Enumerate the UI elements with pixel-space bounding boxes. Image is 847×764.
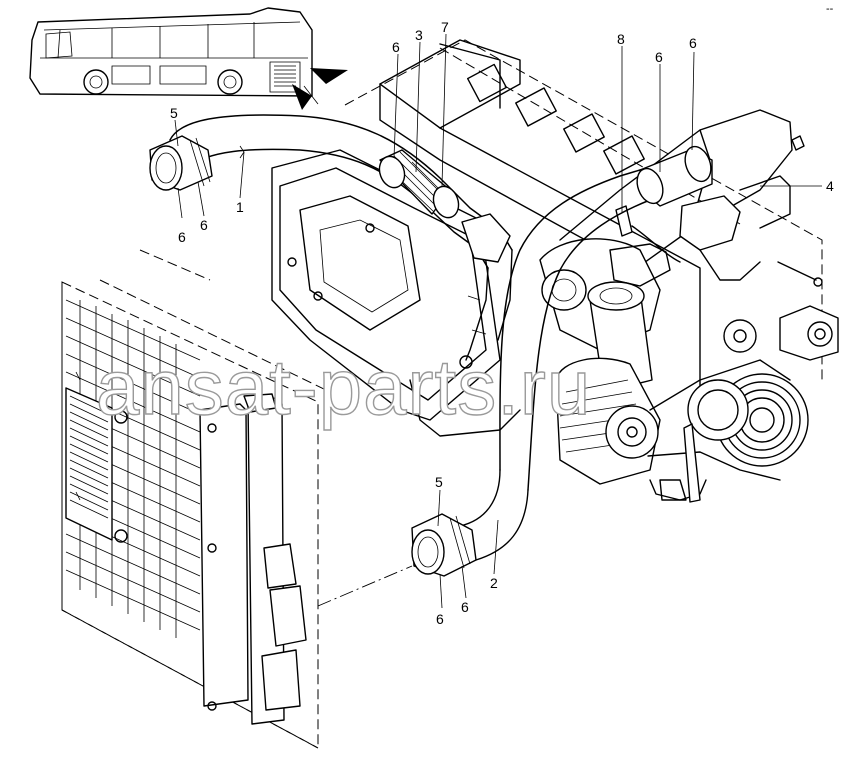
hose-1-intake bbox=[149, 114, 513, 369]
callout-7: 7 bbox=[441, 19, 449, 35]
callout-6: 6 bbox=[392, 39, 400, 55]
callout-4: 4 bbox=[826, 178, 834, 194]
callout-leaders bbox=[174, 33, 822, 609]
callout-6: 6 bbox=[461, 599, 469, 615]
bus-locator-thumbnail bbox=[29, 7, 348, 110]
callout-labels: 5 6 6 1 6 3 7 8 6 6 4 5 6 6 2 bbox=[170, 19, 834, 627]
locator-arrow-icon bbox=[292, 84, 312, 110]
callout-2: 2 bbox=[490, 575, 498, 591]
callout-6: 6 bbox=[689, 35, 697, 51]
callout-6: 6 bbox=[178, 229, 186, 245]
callout-3: 3 bbox=[415, 27, 423, 43]
watermark-text: ansat-parts.ru bbox=[96, 343, 591, 431]
callout-6: 6 bbox=[200, 217, 208, 233]
callout-6: 6 bbox=[436, 611, 444, 627]
locator-arrow-icon bbox=[310, 68, 348, 84]
callout-5: 5 bbox=[170, 105, 178, 121]
callout-1: 1 bbox=[236, 199, 244, 215]
hose-2-charge-air bbox=[411, 145, 713, 577]
connection-line bbox=[317, 565, 413, 607]
radiator-assembly bbox=[61, 249, 331, 749]
callout-8: 8 bbox=[617, 31, 625, 47]
engine-accessories bbox=[539, 109, 839, 503]
corner-mark: -- bbox=[826, 3, 834, 15]
callout-6: 6 bbox=[655, 49, 663, 65]
callout-5: 5 bbox=[435, 474, 443, 490]
